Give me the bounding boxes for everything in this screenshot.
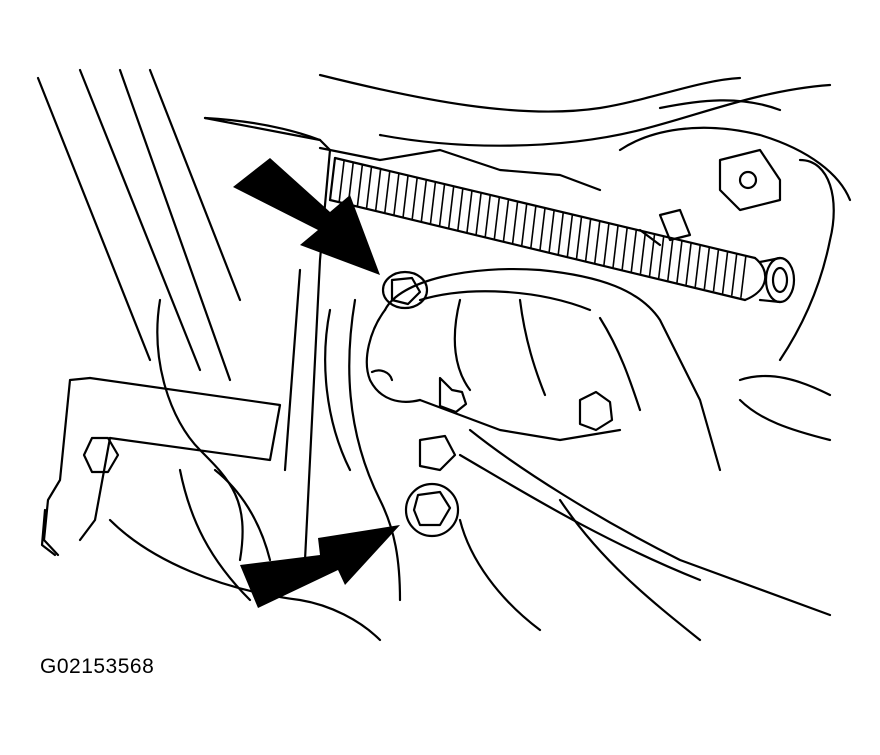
hose-rib bbox=[557, 212, 565, 255]
hose-rib bbox=[621, 227, 628, 270]
hose-rib bbox=[356, 164, 364, 207]
hose-rib bbox=[685, 242, 692, 285]
hose-rib bbox=[374, 168, 382, 211]
hose-rib bbox=[402, 175, 409, 218]
hose-rib bbox=[667, 238, 674, 281]
hose-rib bbox=[484, 194, 492, 238]
hose-rib bbox=[365, 166, 373, 209]
hose-rib bbox=[457, 188, 464, 231]
hose-rib bbox=[466, 190, 473, 233]
hose-rib bbox=[393, 173, 400, 216]
hose-rib bbox=[438, 183, 446, 227]
frame-bars bbox=[36, 68, 242, 382]
figure-caption: G02153568 bbox=[40, 655, 155, 678]
lower-arrow bbox=[240, 525, 400, 608]
upper-body-contours bbox=[318, 73, 852, 202]
hose-rib bbox=[411, 177, 418, 220]
hose-rib bbox=[548, 210, 555, 253]
hose-rib bbox=[447, 186, 455, 229]
hose-rib bbox=[420, 179, 428, 222]
upper-arrow bbox=[233, 158, 380, 275]
hose-rib bbox=[612, 225, 619, 268]
hose-rib bbox=[493, 197, 501, 240]
upper-mounting-bolt bbox=[381, 270, 429, 310]
flex-hose bbox=[328, 156, 767, 302]
hose-rib bbox=[429, 181, 437, 225]
hose-rib bbox=[539, 207, 546, 251]
lower-mounting-bolt bbox=[404, 482, 460, 538]
callout-arrows bbox=[233, 158, 400, 608]
hose-rib bbox=[603, 223, 610, 266]
hose-rib bbox=[520, 203, 528, 246]
left-bracket-arm bbox=[40, 376, 282, 557]
right-bracket bbox=[638, 148, 835, 362]
hose-fitting bbox=[758, 256, 796, 304]
hose-rib bbox=[475, 192, 482, 235]
hose-rib bbox=[502, 199, 510, 242]
hose-rib bbox=[566, 214, 574, 257]
hose-rib bbox=[630, 229, 638, 272]
hose-rib bbox=[511, 201, 519, 244]
hose-rib bbox=[676, 240, 683, 283]
hose-rib bbox=[338, 160, 345, 203]
lower-contours bbox=[108, 298, 832, 642]
hose-rib bbox=[712, 249, 720, 292]
converter-body bbox=[365, 267, 832, 617]
hose-rib bbox=[730, 253, 738, 296]
hose-rib bbox=[584, 218, 592, 261]
hose-rib bbox=[593, 220, 601, 264]
hose-rib bbox=[383, 170, 391, 214]
hose-rib bbox=[694, 244, 702, 288]
hose-rib bbox=[530, 205, 537, 248]
hose-rib bbox=[721, 251, 729, 294]
heat-shield bbox=[203, 116, 602, 602]
hose-rib bbox=[575, 216, 583, 259]
sensor-boss bbox=[370, 369, 614, 472]
hose-rib bbox=[657, 236, 665, 279]
hose-rib bbox=[639, 231, 647, 275]
hose-rib bbox=[740, 255, 747, 298]
hose-rib bbox=[703, 247, 711, 290]
